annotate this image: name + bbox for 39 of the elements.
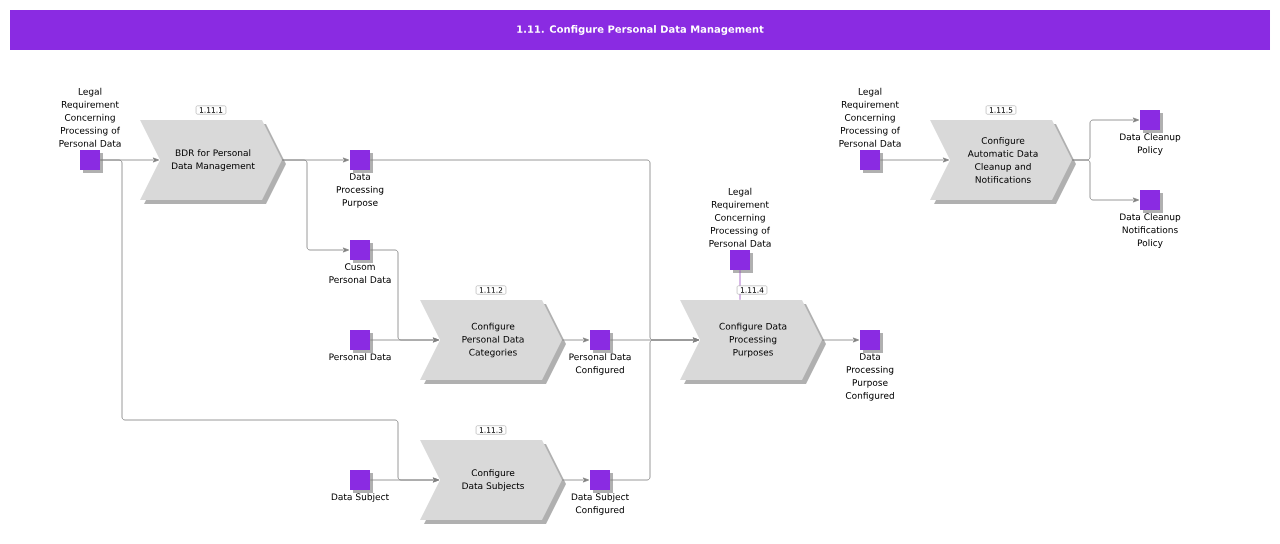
- data-label: Cusom Personal Data: [329, 263, 391, 283]
- data-square: [350, 150, 373, 173]
- data-label: Personal Data: [329, 353, 391, 361]
- title-bar: 1.11. Configure Personal Data Management: [10, 10, 1270, 50]
- arrow: [561, 337, 590, 343]
- process-step: Configure Data Subjects: [420, 440, 566, 524]
- data-square: [350, 330, 373, 353]
- arrow: [1071, 159, 1140, 203]
- data-square: [1140, 190, 1163, 213]
- data-square: [590, 470, 613, 493]
- data-square: [350, 240, 373, 263]
- data-square: [590, 330, 613, 353]
- data-label: Data Processing Purpose: [336, 173, 384, 208]
- arrow: [561, 477, 590, 483]
- data-label: Data Cleanup Policy: [1120, 133, 1181, 155]
- data-label: Personal Data Configured: [569, 353, 631, 375]
- process-step: BDR for Personal Data Management: [140, 120, 286, 204]
- arrow: [879, 157, 950, 163]
- arrow: [369, 337, 440, 343]
- data-label: Data Cleanup Notifications Policy: [1120, 213, 1181, 248]
- arrow: [821, 337, 860, 343]
- data-label: Legal Requirement Concerning Processing of Personal Data: [839, 87, 901, 147]
- process-step: Configure Automatic Data Cleanup and Notifications: [930, 120, 1076, 204]
- data-square: [730, 250, 753, 273]
- arrow: [609, 337, 700, 481]
- arrow: [369, 477, 440, 483]
- process-step: Configure Data Processing Purposes: [680, 300, 826, 384]
- data-square: [1140, 110, 1163, 133]
- data-label: Legal Requirement Concerning Processing of Personal Data: [59, 87, 121, 147]
- data-label: Data Subject Configured: [571, 493, 629, 515]
- data-label: Legal Requirement Concerning Processing of Personal Data: [709, 187, 771, 247]
- data-square: [80, 150, 103, 173]
- data-label: Data Subject: [331, 493, 389, 502]
- data-square: [860, 150, 883, 173]
- arrow: [281, 159, 350, 253]
- process-step: Configure Personal Data Categories: [420, 300, 566, 384]
- data-square: [860, 330, 883, 353]
- data-square: [350, 470, 373, 493]
- data-label: Data Processing Purpose Configured: [845, 353, 894, 401]
